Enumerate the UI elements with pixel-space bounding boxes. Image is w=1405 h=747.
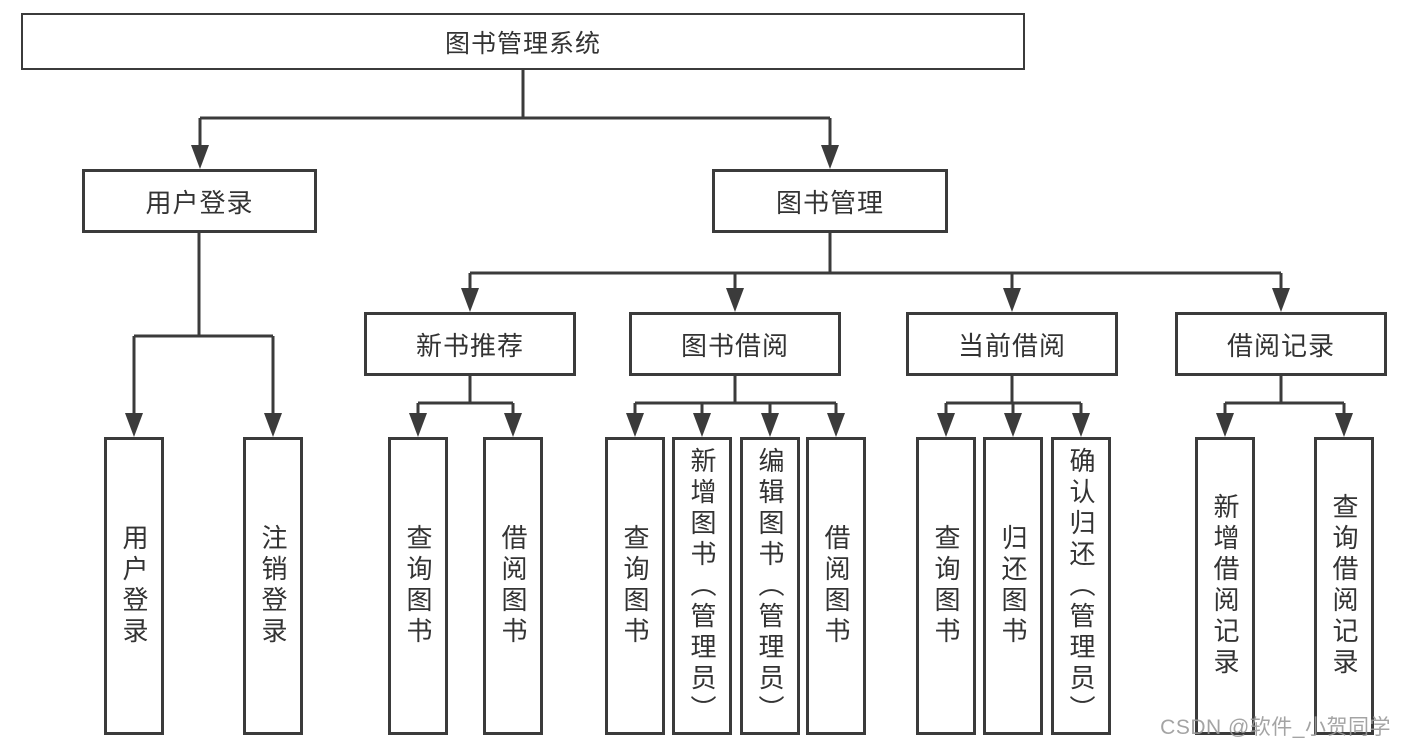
arrowheads <box>125 145 1353 437</box>
leaf-label: 查询图书 <box>620 524 650 648</box>
leaf-add-books-admin: 新增图书（管理员） <box>672 437 732 735</box>
node-label: 图书管理 <box>775 187 884 218</box>
csdn-watermark: CSDN @软件_小贺同学 <box>1160 716 1391 739</box>
leaf-user-login: 用户登录 <box>104 437 164 735</box>
leaf-label: 编辑图书（管理员） <box>755 446 785 726</box>
leaf-label: 新增借阅记录 <box>1210 493 1240 679</box>
leaf-label: 借阅图书 <box>821 524 851 648</box>
node-label: 新书推荐 <box>415 330 524 361</box>
node-book-borrowing: 图书借阅 <box>629 312 841 376</box>
leaf-logout: 注销登录 <box>243 437 303 735</box>
leaf-label: 查询借阅记录 <box>1329 493 1359 679</box>
node-label: 借阅记录 <box>1226 330 1335 361</box>
leaf-edit-books-admin: 编辑图书（管理员） <box>740 437 800 735</box>
leaf-label: 借阅图书 <box>498 524 528 648</box>
leaf-query-books-recommend: 查询图书 <box>388 437 448 735</box>
leaf-confirm-return-admin: 确认归还（管理员） <box>1051 437 1111 735</box>
node-user-login: 用户登录 <box>82 169 317 233</box>
leaf-label: 用户登录 <box>119 524 149 648</box>
leaf-borrow-books: 借阅图书 <box>806 437 866 735</box>
node-label: 图书借阅 <box>680 330 789 361</box>
leaf-borrow-books-recommend: 借阅图书 <box>483 437 543 735</box>
leaf-add-borrow-record: 新增借阅记录 <box>1195 437 1255 735</box>
leaf-label: 新增图书（管理员） <box>687 446 717 726</box>
leaf-query-books-current: 查询图书 <box>916 437 976 735</box>
leaf-label: 注销登录 <box>258 524 288 648</box>
leaf-label: 查询图书 <box>931 524 961 648</box>
leaf-label: 确认归还（管理员） <box>1066 446 1096 726</box>
node-library-system: 图书管理系统 <box>21 13 1025 70</box>
leaf-return-books: 归还图书 <box>983 437 1043 735</box>
node-label: 当前借阅 <box>957 330 1066 361</box>
node-label: 用户登录 <box>145 187 254 218</box>
leaf-label: 查询图书 <box>403 524 433 648</box>
node-book-management: 图书管理 <box>712 169 948 233</box>
node-current-borrowing: 当前借阅 <box>906 312 1118 376</box>
node-label: 图书管理系统 <box>444 29 601 58</box>
node-new-book-recommend: 新书推荐 <box>364 312 576 376</box>
node-borrowing-records: 借阅记录 <box>1175 312 1387 376</box>
leaf-query-books-borrow: 查询图书 <box>605 437 665 735</box>
leaf-label: 归还图书 <box>998 524 1028 648</box>
leaf-query-borrow-record: 查询借阅记录 <box>1314 437 1374 735</box>
